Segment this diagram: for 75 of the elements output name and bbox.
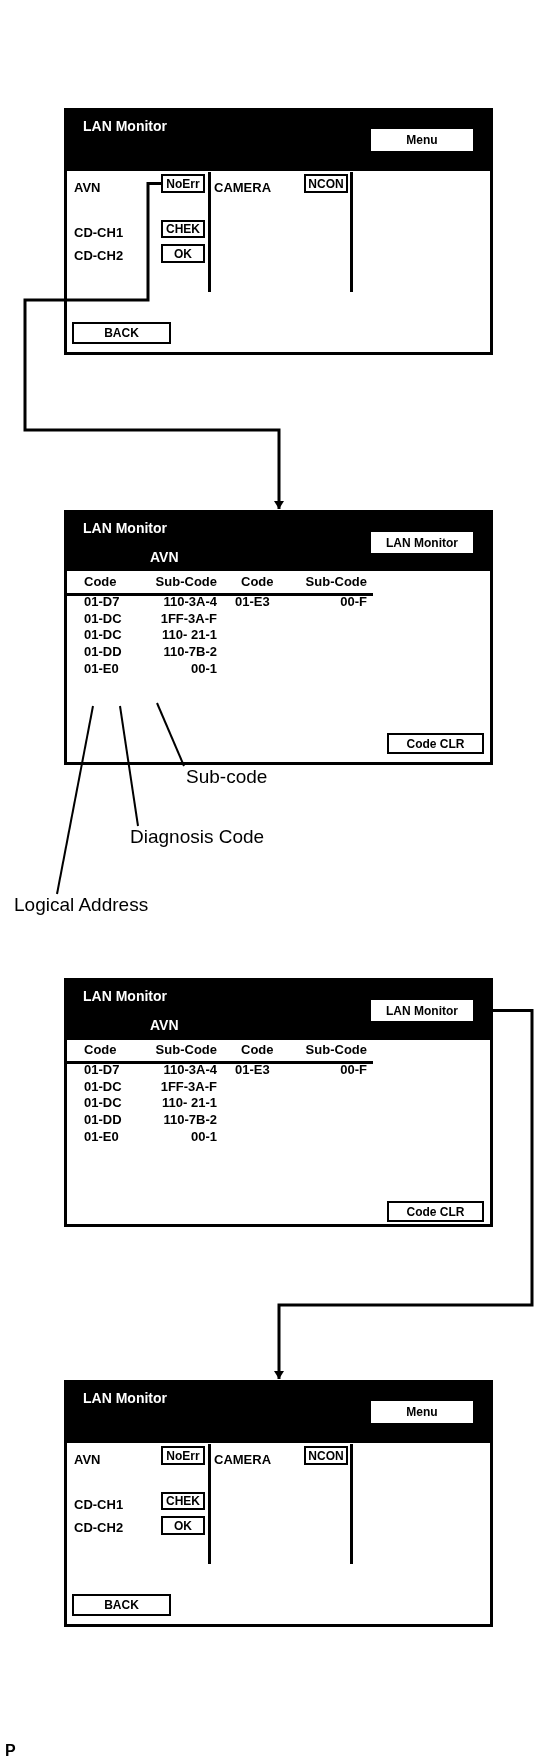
menu-button: Menu	[371, 1401, 473, 1423]
status-indicator: NCON	[304, 1446, 348, 1465]
table-cell: 1FF-3A-F	[160, 611, 217, 627]
screen-title: LAN Monitor	[83, 118, 167, 134]
device-label: CAMERA	[214, 180, 272, 196]
table-cell: 00-F	[340, 1062, 367, 1078]
table-cell: 01-DD	[84, 1112, 122, 1128]
table-cell: 1FF-3A-F	[160, 1079, 217, 1095]
device-label: CD-CH1	[74, 1497, 124, 1513]
table-cell: 00-F	[340, 594, 367, 610]
screen-subtitle: AVN	[150, 549, 179, 565]
table-cell: 01-DD	[84, 644, 122, 660]
status-indicator: NoErr	[161, 174, 205, 193]
column-header: Code	[241, 1042, 274, 1058]
column-header: Sub-Code	[155, 574, 217, 590]
table-cell: 00-1	[190, 1129, 217, 1145]
lan-monitor-button: LAN Monitor	[371, 1000, 473, 1021]
leader-line	[119, 705, 139, 827]
lan-monitor-button: LAN Monitor	[371, 532, 473, 553]
menu-button: Menu	[371, 129, 473, 151]
table-cell: 01-D7	[84, 594, 120, 610]
table-cell: 00-1	[190, 661, 217, 677]
table-cell: 01-E0	[84, 661, 119, 677]
column-header: Code	[84, 1042, 117, 1058]
status-indicator: CHEK	[161, 1492, 205, 1510]
arrow	[23, 182, 284, 509]
figure-code: P	[5, 1741, 16, 1761]
device-label: CD-CH1	[74, 225, 124, 241]
device-label: AVN	[74, 1452, 101, 1468]
device-label: CD-CH2	[74, 248, 124, 264]
table-cell: 01-DC	[84, 611, 122, 627]
column-header: Code	[84, 574, 117, 590]
monitor-screen	[64, 978, 493, 1227]
table-cell: 110-3A-4	[163, 594, 217, 610]
screen-title: LAN Monitor	[83, 520, 167, 536]
device-label: AVN	[74, 180, 101, 196]
table-cell: 01-E3	[235, 594, 270, 610]
table-cell: 01-E3	[235, 1062, 270, 1078]
screen-title: LAN Monitor	[83, 1390, 167, 1406]
column-header: Sub-Code	[305, 1042, 367, 1058]
screen-title: LAN Monitor	[83, 988, 167, 1004]
monitor-screen	[64, 108, 493, 355]
callout-label: Diagnosis Code	[130, 826, 265, 848]
device-label: CAMERA	[214, 1452, 272, 1468]
callout-label: Sub-code	[186, 766, 268, 788]
status-indicator: OK	[161, 244, 205, 263]
code-clr-button: Code CLR	[387, 1201, 484, 1222]
table-cell: 110-7B-2	[163, 1112, 217, 1128]
device-label: CD-CH2	[74, 1520, 124, 1536]
back-button: BACK	[72, 1594, 171, 1616]
leader-line	[56, 705, 94, 895]
leader-line	[156, 702, 185, 767]
table-cell: 110-3A-4	[163, 1062, 217, 1078]
status-indicator: NCON	[304, 174, 348, 193]
table-cell: 110- 21-1	[162, 1095, 217, 1111]
code-clr-button: Code CLR	[387, 733, 484, 754]
back-button: BACK	[72, 322, 171, 344]
monitor-screen	[64, 510, 493, 765]
table-cell: 110- 21-1	[162, 627, 217, 643]
column-header: Sub-Code	[305, 574, 367, 590]
column-header: Sub-Code	[155, 1042, 217, 1058]
arrow	[274, 1009, 534, 1379]
status-indicator: NoErr	[161, 1446, 205, 1465]
table-cell: 01-DC	[84, 1095, 122, 1111]
status-indicator: OK	[161, 1516, 205, 1535]
table-cell: 01-D7	[84, 1062, 120, 1078]
screen-subtitle: AVN	[150, 1017, 179, 1033]
monitor-screen	[64, 1380, 493, 1627]
table-cell: 01-E0	[84, 1129, 119, 1145]
table-cell: 110-7B-2	[163, 644, 217, 660]
callout-label: Logical Address	[14, 894, 149, 916]
status-indicator: CHEK	[161, 220, 205, 238]
column-header: Code	[241, 574, 274, 590]
table-cell: 01-DC	[84, 627, 122, 643]
table-cell: 01-DC	[84, 1079, 122, 1095]
